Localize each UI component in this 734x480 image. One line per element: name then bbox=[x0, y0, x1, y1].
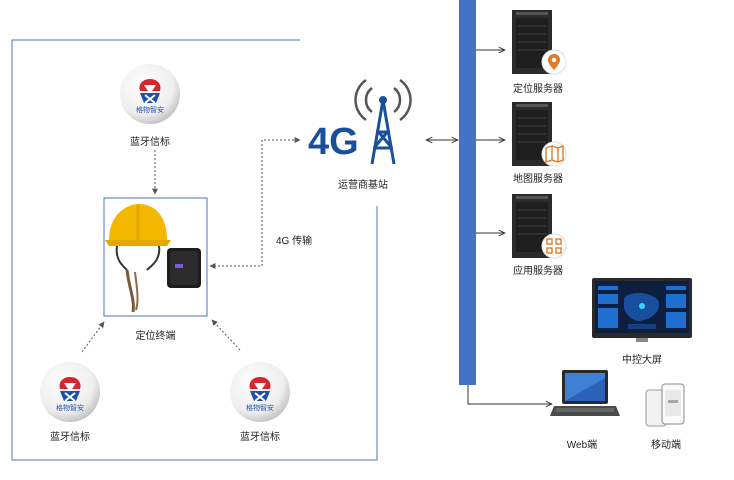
site-frame bbox=[11, 39, 378, 461]
tower-logo-text: 4G bbox=[308, 121, 359, 163]
bluetooth-beacon-top: 格物智安 bbox=[120, 64, 180, 124]
bluetooth-beacon-right: 格物智安 bbox=[230, 362, 290, 422]
beacon-left-label: 蓝牙信标 bbox=[50, 432, 90, 443]
app-server-label: 应用服务器 bbox=[513, 266, 563, 277]
bluetooth-beacon-left: 格物智安 bbox=[40, 362, 100, 422]
brand-logo-icon bbox=[139, 79, 161, 104]
base-station-tower-icon: 4G bbox=[308, 78, 412, 165]
network-bus bbox=[459, 0, 476, 385]
location-pin-icon bbox=[548, 54, 560, 70]
location-server-label: 定位服务器 bbox=[513, 84, 563, 95]
map-server-label: 地图服务器 bbox=[513, 174, 563, 185]
location-server-icon bbox=[512, 10, 567, 75]
transmission-label: 4G 传输 bbox=[276, 236, 313, 247]
map-server-icon bbox=[512, 102, 567, 167]
locator-device-icon bbox=[167, 248, 201, 288]
beacon-right-arrow bbox=[211, 319, 241, 351]
apps-grid-icon bbox=[546, 238, 562, 254]
transmission-path bbox=[209, 137, 301, 269]
terminal-label: 定位终端 bbox=[135, 331, 176, 342]
base-station-label: 运营商基站 bbox=[338, 180, 388, 191]
map-icon bbox=[545, 144, 564, 163]
web-client-label: Web端 bbox=[566, 440, 598, 451]
app-server-icon bbox=[512, 194, 567, 259]
beacon-logo-text: 格物智安 bbox=[246, 403, 274, 412]
beacon-logo-text: 格物智安 bbox=[56, 403, 84, 412]
big-screen-label: 中控大屏 bbox=[622, 355, 662, 366]
beacon-right-label: 蓝牙信标 bbox=[240, 432, 280, 443]
mobile-client-label: 移动端 bbox=[651, 440, 681, 451]
beacon-logo-text: 格物智安 bbox=[136, 105, 164, 114]
web-laptop-icon bbox=[550, 370, 620, 416]
beacon-top-label: 蓝牙信标 bbox=[130, 137, 170, 148]
brand-logo-icon bbox=[59, 377, 81, 402]
helmet-terminal-icon bbox=[105, 204, 201, 313]
mobile-phone-icon bbox=[645, 383, 685, 427]
brand-logo-icon bbox=[249, 377, 271, 402]
beacon-left-arrow bbox=[81, 321, 105, 353]
control-big-screen-icon bbox=[592, 278, 692, 342]
bus-web-link bbox=[467, 385, 552, 404]
